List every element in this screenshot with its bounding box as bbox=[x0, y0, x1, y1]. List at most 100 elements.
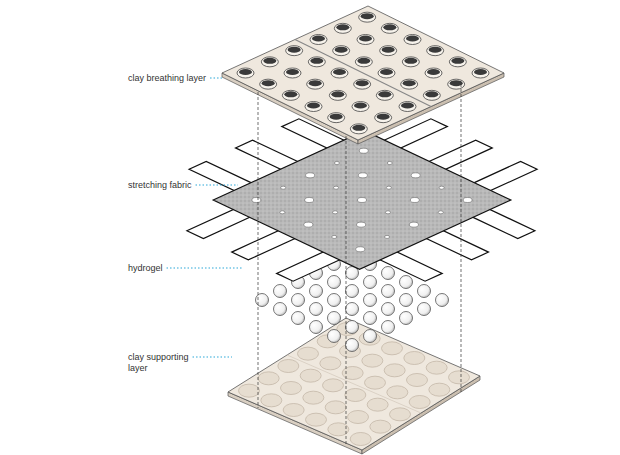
hydrogel-sphere bbox=[382, 303, 395, 316]
hole-shadow bbox=[425, 91, 438, 97]
leader-line bbox=[167, 267, 242, 268]
hole-shadow bbox=[429, 47, 442, 53]
hole-shadow bbox=[378, 91, 391, 97]
breathing-hole bbox=[352, 102, 369, 112]
hole-shadow bbox=[310, 58, 323, 64]
dimple bbox=[345, 389, 366, 402]
fabric-hole bbox=[357, 222, 366, 227]
hydrogel-sphere bbox=[382, 285, 395, 298]
fabric-sheet bbox=[187, 119, 537, 281]
fabric-hole bbox=[252, 198, 261, 203]
dimple bbox=[342, 367, 363, 380]
dimple bbox=[239, 384, 260, 397]
breathing-hole bbox=[329, 90, 346, 100]
fabric-hole bbox=[334, 162, 339, 165]
breathing-hole bbox=[284, 68, 301, 78]
dimple bbox=[409, 396, 430, 409]
breathing-face bbox=[222, 6, 504, 140]
guide-line bbox=[461, 84, 462, 392]
fabric-hole bbox=[438, 211, 443, 214]
fabric-hole bbox=[306, 173, 315, 178]
breathing-hole bbox=[380, 46, 397, 56]
fabric-hole bbox=[334, 186, 339, 189]
breathing-hole bbox=[282, 90, 299, 100]
dimple bbox=[278, 360, 299, 373]
hole-shadow bbox=[406, 36, 419, 42]
dimple bbox=[320, 357, 341, 370]
dimple bbox=[370, 420, 391, 433]
hydrogel-sphere bbox=[292, 312, 305, 325]
hole-shadow bbox=[377, 114, 390, 120]
fabric-hole bbox=[358, 198, 367, 203]
breathing-hole bbox=[378, 68, 395, 78]
fabric-hole bbox=[409, 222, 418, 227]
breathing-hole bbox=[237, 68, 254, 78]
hydrogel-sphere bbox=[364, 330, 377, 343]
breathing-hole bbox=[425, 68, 442, 78]
hydrogel-sphere bbox=[310, 321, 323, 334]
dimple bbox=[365, 376, 386, 389]
leader-line bbox=[210, 77, 222, 78]
dimple bbox=[298, 347, 319, 360]
hydrogel-sphere bbox=[346, 303, 359, 316]
fabric-hole bbox=[386, 186, 391, 189]
hydrogel-sphere bbox=[346, 339, 359, 352]
fabric-hole bbox=[332, 235, 337, 238]
dimple bbox=[426, 361, 447, 374]
layer-label: hydrogel bbox=[128, 263, 163, 274]
breathing-hole bbox=[333, 46, 350, 56]
hydrogel-sphere bbox=[310, 303, 323, 316]
breathing-hole bbox=[355, 57, 372, 67]
dimple bbox=[387, 386, 408, 399]
leader-lines bbox=[167, 78, 242, 357]
layer-label: clay supporting layer bbox=[128, 352, 200, 374]
seam bbox=[287, 355, 421, 413]
fabric-hole bbox=[333, 211, 338, 214]
hole-shadow bbox=[382, 47, 395, 53]
breathing-hole bbox=[357, 35, 374, 45]
hole-shadow bbox=[309, 80, 322, 86]
hole-shadow bbox=[262, 80, 275, 86]
breathing-hole bbox=[401, 79, 418, 89]
dimple bbox=[384, 364, 405, 377]
layer-label: stretching fabric bbox=[128, 180, 192, 191]
hole-shadow bbox=[474, 69, 487, 75]
hole-shadow bbox=[352, 125, 365, 131]
hole-shadow bbox=[330, 114, 343, 120]
leader-line bbox=[196, 184, 238, 185]
hydrogel-sphere bbox=[382, 321, 395, 334]
hydrogel-sphere bbox=[400, 312, 413, 325]
breathing-hole bbox=[331, 68, 348, 78]
breathing-hole bbox=[308, 57, 325, 67]
hole-shadow bbox=[263, 58, 276, 64]
fabric-hole bbox=[305, 198, 314, 203]
breathing-hole bbox=[328, 113, 345, 123]
dimple bbox=[449, 371, 470, 384]
dimple bbox=[283, 404, 304, 417]
breathing-hole bbox=[350, 124, 367, 134]
hole-shadow bbox=[359, 36, 372, 42]
dimple bbox=[429, 383, 450, 396]
breathing-hole bbox=[472, 68, 489, 78]
breathing-hole bbox=[404, 35, 421, 45]
breathing-hole bbox=[381, 23, 398, 33]
hydrogel-sphere bbox=[364, 276, 377, 289]
fabric-hole bbox=[356, 247, 365, 252]
dimple bbox=[300, 369, 321, 382]
breathing-hole bbox=[334, 23, 351, 33]
guide-line bbox=[258, 92, 259, 408]
breathing-hole bbox=[449, 57, 466, 67]
dimple bbox=[261, 394, 282, 407]
hydrogel-sphere bbox=[256, 294, 269, 307]
dashed-guides bbox=[258, 84, 461, 445]
hole-shadow bbox=[354, 103, 367, 109]
breathing-hole bbox=[305, 102, 322, 112]
fabric-hole bbox=[387, 162, 392, 165]
breathing-hole bbox=[376, 90, 393, 100]
breathing-hole bbox=[427, 46, 444, 56]
hole-shadow bbox=[333, 69, 346, 75]
breathing-hole bbox=[402, 57, 419, 67]
hydrogel-sphere bbox=[418, 285, 431, 298]
hydrogel-sphere bbox=[436, 294, 449, 307]
